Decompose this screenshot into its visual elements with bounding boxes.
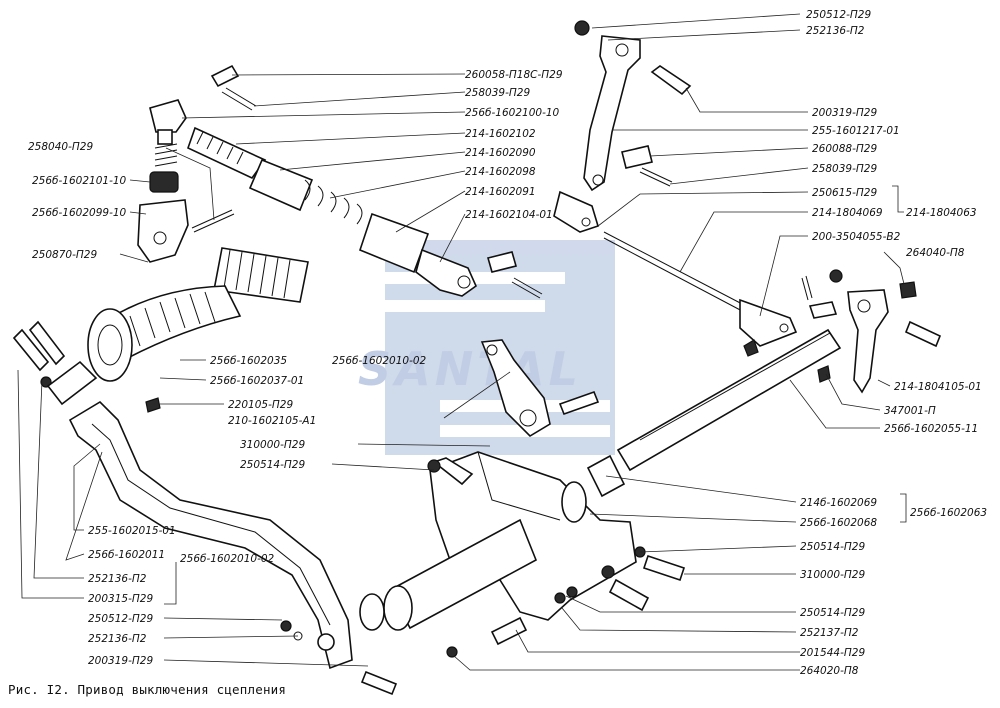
figure-caption: Рис. I2. Привод выключения сцепления — [8, 682, 287, 697]
label-214-1804069: 214-1804069 — [812, 207, 883, 219]
label-347001: 347001-П — [884, 405, 936, 417]
label-214-1804063: 214-1804063 — [906, 207, 977, 219]
leader-lines — [17, 13, 907, 671]
label-200319-bottom: 200319-П29 — [88, 655, 153, 667]
part-labels: 250512-П29 252136-П2 260058-П18С-П29 258… — [28, 9, 987, 677]
label-255-1602015: 255-1602015-01 — [88, 525, 176, 537]
label-252137: 252137-П2 — [800, 627, 859, 639]
label-2566-1602099: 256б-1602099-10 — [32, 207, 127, 219]
bracket-assembly — [359, 451, 686, 658]
left-bolts — [12, 320, 161, 413]
label-214-1602104: 214-1602104-01 — [465, 209, 553, 221]
label-2566-1602035: 256б-1602035 — [210, 355, 287, 367]
label-201544: 201544-П29 — [800, 647, 865, 659]
label-252136-bottom: 252136-П2 — [88, 633, 147, 645]
label-214-1602091: 214-1602091 — [465, 186, 536, 198]
label-200319-top: 200319-П29 — [812, 107, 877, 119]
label-2566-1602063: 256б-1602063 — [910, 507, 987, 519]
cross-shaft — [586, 328, 842, 498]
label-250514-left: 250514-П29 — [240, 459, 305, 471]
label-260058: 260058-П18С-П29 — [465, 69, 563, 81]
label-260088: 260088-П29 — [812, 143, 877, 155]
label-2566-1602101: 256б-1602101-10 — [32, 175, 127, 187]
label-220105: 220105-П29 — [228, 399, 293, 411]
label-214-1804105: 214-1804105-01 — [894, 381, 982, 393]
label-2566-1602010-upper: 256б-1602010-02 — [332, 355, 427, 367]
right-small-lever — [743, 269, 942, 394]
label-200315: 200315-П29 — [88, 593, 153, 605]
label-264020: 264020-П8 — [800, 665, 859, 677]
label-214-1602090: 214-1602090 — [465, 147, 536, 159]
label-258039-b: 258039-П29 — [812, 163, 877, 175]
label-2566-1602068: 256б-1602068 — [800, 517, 877, 529]
label-250514-right-a: 250514-П29 — [800, 541, 865, 553]
label-258040: 258040-П29 — [28, 141, 93, 153]
label-214-1602098: 214-1602098 — [465, 166, 536, 178]
label-2566-1602055: 256б-1602055-11 — [884, 423, 978, 435]
label-250512-p29-top: 250512-П29 — [806, 9, 871, 21]
clutch-pedal — [68, 400, 353, 670]
label-252136-p2-top: 252136-П2 — [806, 25, 865, 37]
center-lever — [480, 251, 600, 438]
upper-pins — [191, 64, 257, 233]
watermark: SANTAL — [358, 240, 615, 455]
label-200-3504055: 200-3504055-В2 — [812, 231, 901, 243]
label-210-1602105: 210-1602105-А1 — [228, 415, 316, 427]
label-250514-right-b: 250514-П29 — [800, 607, 865, 619]
label-258039-a: 258039-П29 — [465, 87, 530, 99]
label-264040: 264040-П8 — [906, 247, 965, 259]
parts-drawing — [12, 20, 942, 696]
label-250512-bottom: 250512-П29 — [88, 613, 153, 625]
label-2566-1602011: 256б-1602011 — [88, 549, 165, 561]
rod-spring-sleeve — [187, 126, 477, 297]
watermark-text: SANTAL — [358, 342, 582, 396]
tie-rod — [553, 190, 798, 347]
label-2566-1602010-lower: 256б-1602010-02 — [180, 553, 275, 565]
label-310000-right: 310000-П29 — [800, 569, 865, 581]
label-255-1601217: 255-1601217-01 — [812, 125, 900, 137]
label-310000-left: 310000-П29 — [240, 439, 305, 451]
label-250870: 250870-П29 — [32, 249, 97, 261]
label-214-1602102: 214-1602102 — [465, 128, 536, 140]
upper-fork-assembly — [137, 99, 189, 263]
label-252136-left: 252136-П2 — [88, 573, 147, 585]
right-upper-lever — [574, 20, 692, 192]
label-2146-1602069: 214б-1602069 — [800, 497, 877, 509]
label-250615: 250615-П29 — [812, 187, 877, 199]
label-2566-1602100: 256б-1602100-10 — [465, 107, 560, 119]
label-2566-1602037: 256б-1602037-01 — [210, 375, 304, 387]
splined-shaft-boot — [87, 247, 309, 382]
